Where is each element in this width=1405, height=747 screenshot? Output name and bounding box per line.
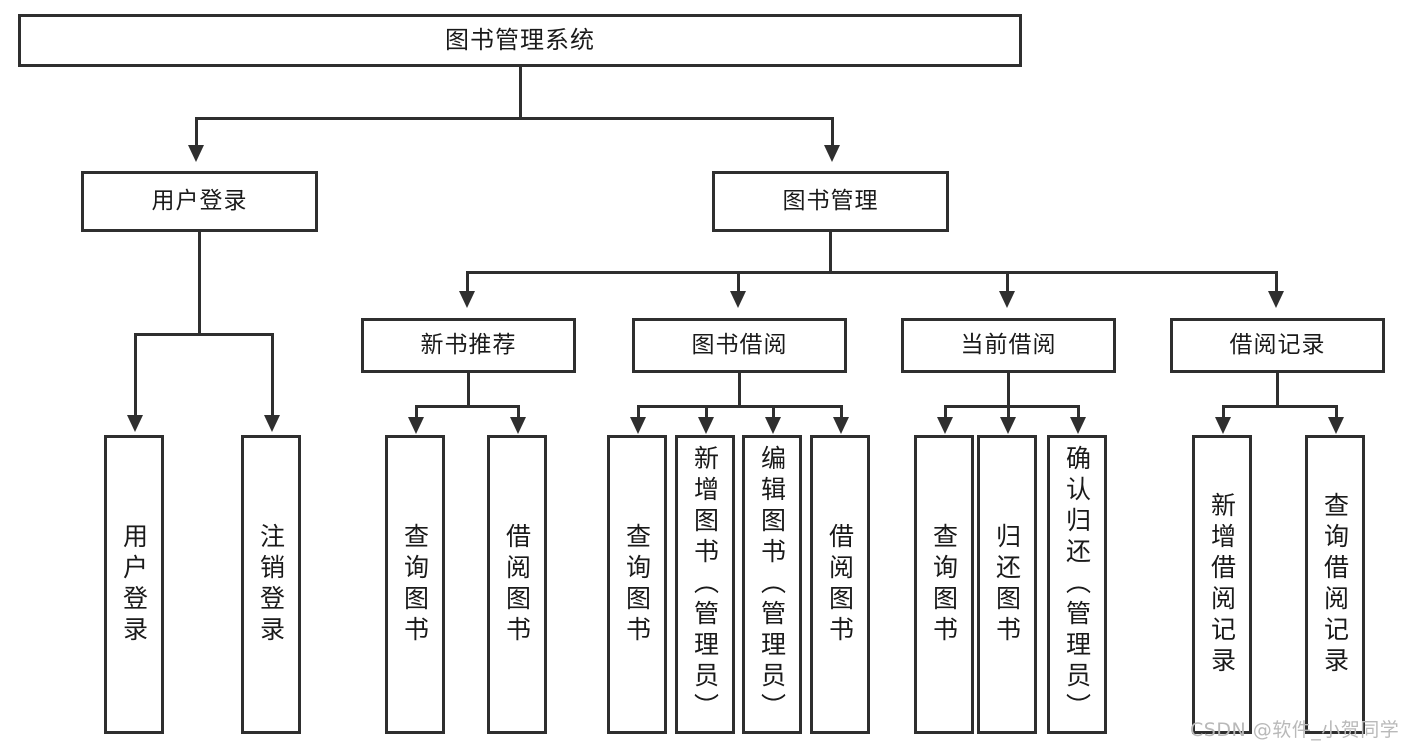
arrowhead-book-manage	[824, 145, 840, 162]
edge-leaf-user-login	[134, 333, 137, 417]
leaf-logout[interactable]: 注销登录	[241, 435, 301, 734]
watermark-text: CSDN @软件_小贺同学	[1190, 719, 1400, 741]
node-label: 注销登录	[256, 522, 286, 647]
edge-leaf-bb-2	[772, 405, 775, 419]
arrowhead-book-borrow	[730, 291, 746, 308]
edge-book-manage-trunk	[829, 232, 832, 274]
bus-current-borrow-leaves	[944, 405, 1080, 408]
bus-level1	[195, 117, 834, 120]
node-label: 图书借阅	[691, 331, 788, 358]
node-label: 当前借阅	[960, 331, 1057, 358]
arrowhead-new-book	[459, 291, 475, 308]
leaf-borrow-query[interactable]: 查询图书	[607, 435, 667, 734]
node-new-book-recommend[interactable]: 新书推荐	[361, 318, 576, 373]
node-label: 用户登录	[151, 187, 248, 214]
arrowhead-leaf-bb-2	[765, 417, 781, 434]
node-label: 新书推荐	[420, 331, 517, 358]
leaf-current-return[interactable]: 归还图书	[977, 435, 1037, 734]
arrowhead-leaf-bb-0	[630, 417, 646, 434]
edge-to-book-manage	[831, 117, 834, 147]
node-book-management[interactable]: 图书管理	[712, 171, 949, 232]
arrowhead-leaf-user-login	[127, 415, 143, 432]
edge-book-borrow-trunk	[738, 373, 741, 408]
node-current-borrow[interactable]: 当前借阅	[901, 318, 1116, 373]
node-label: 编辑图书（管理员）	[757, 445, 787, 724]
arrowhead-leaf-bb-3	[833, 417, 849, 434]
leaf-newbook-query[interactable]: 查询图书	[385, 435, 445, 734]
edge-leaf-nb-0	[415, 405, 418, 419]
node-book-borrow[interactable]: 图书借阅	[632, 318, 847, 373]
bus-borrow-record-leaves	[1222, 405, 1338, 408]
node-user-login[interactable]: 用户登录	[81, 171, 318, 232]
bus-new-book-leaves	[415, 405, 520, 408]
bus-user-login-leaves	[134, 333, 274, 336]
edge-leaf-logout	[271, 333, 274, 417]
node-label: 借阅图书	[825, 522, 855, 647]
bus-level2	[466, 271, 1278, 274]
edge-to-borrow-record	[1275, 271, 1278, 293]
edge-leaf-nb-1	[517, 405, 520, 419]
edge-root-trunk	[519, 67, 522, 119]
leaf-record-query[interactable]: 查询借阅记录	[1305, 435, 1365, 734]
node-label: 归还图书	[992, 522, 1022, 647]
leaf-borrow-add[interactable]: 新增图书（管理员）	[675, 435, 735, 734]
leaf-current-query[interactable]: 查询图书	[914, 435, 974, 734]
arrowhead-leaf-cb-2	[1070, 417, 1086, 434]
arrowhead-borrow-record	[1268, 291, 1284, 308]
node-label: 新增图书（管理员）	[690, 445, 720, 724]
edge-leaf-cb-1	[1007, 405, 1010, 419]
edge-to-book-borrow	[737, 271, 740, 293]
edge-current-borrow-trunk	[1007, 373, 1010, 408]
node-label: 确认归还（管理员）	[1062, 445, 1092, 724]
leaf-borrow-lend[interactable]: 借阅图书	[810, 435, 870, 734]
node-label: 图书管理	[782, 187, 879, 214]
node-label: 借阅图书	[502, 522, 532, 647]
node-label: 查询借阅记录	[1320, 491, 1350, 678]
node-root-system[interactable]: 图书管理系统	[18, 14, 1022, 67]
edge-user-login-trunk	[198, 232, 201, 336]
edge-to-new-book	[466, 271, 469, 293]
arrowhead-leaf-nb-0	[408, 417, 424, 434]
node-label: 查询图书	[929, 522, 959, 647]
arrowhead-leaf-nb-1	[510, 417, 526, 434]
node-label: 用户登录	[119, 522, 149, 647]
arrowhead-leaf-logout	[264, 415, 280, 432]
leaf-newbook-borrow[interactable]: 借阅图书	[487, 435, 547, 734]
node-label: 查询图书	[400, 522, 430, 647]
arrowhead-user-login	[188, 145, 204, 162]
leaf-record-add[interactable]: 新增借阅记录	[1192, 435, 1252, 734]
node-label: 新增借阅记录	[1207, 491, 1237, 678]
edge-leaf-bb-3	[840, 405, 843, 419]
leaf-borrow-edit[interactable]: 编辑图书（管理员）	[742, 435, 802, 734]
edge-leaf-bb-0	[637, 405, 640, 419]
edge-leaf-br-0	[1222, 405, 1225, 419]
node-label: 查询图书	[622, 522, 652, 647]
edge-leaf-br-1	[1335, 405, 1338, 419]
arrowhead-leaf-br-1	[1328, 417, 1344, 434]
arrowhead-leaf-cb-0	[937, 417, 953, 434]
arrowhead-leaf-cb-1	[1000, 417, 1016, 434]
node-label: 借阅记录	[1229, 331, 1326, 358]
edge-to-current-borrow	[1006, 271, 1009, 293]
bus-book-borrow-leaves	[637, 405, 843, 408]
arrowhead-current-borrow	[999, 291, 1015, 308]
arrowhead-leaf-br-0	[1215, 417, 1231, 434]
edge-leaf-cb-0	[944, 405, 947, 419]
node-label: 图书管理系统	[445, 26, 595, 55]
edge-to-user-login	[195, 117, 198, 147]
leaf-user-login[interactable]: 用户登录	[104, 435, 164, 734]
arrowhead-leaf-bb-1	[698, 417, 714, 434]
edge-leaf-cb-2	[1077, 405, 1080, 419]
edge-borrow-record-trunk	[1276, 373, 1279, 408]
edge-new-book-trunk	[467, 373, 470, 408]
leaf-current-confirm-return[interactable]: 确认归还（管理员）	[1047, 435, 1107, 734]
node-borrow-record[interactable]: 借阅记录	[1170, 318, 1385, 373]
edge-leaf-bb-1	[705, 405, 708, 419]
